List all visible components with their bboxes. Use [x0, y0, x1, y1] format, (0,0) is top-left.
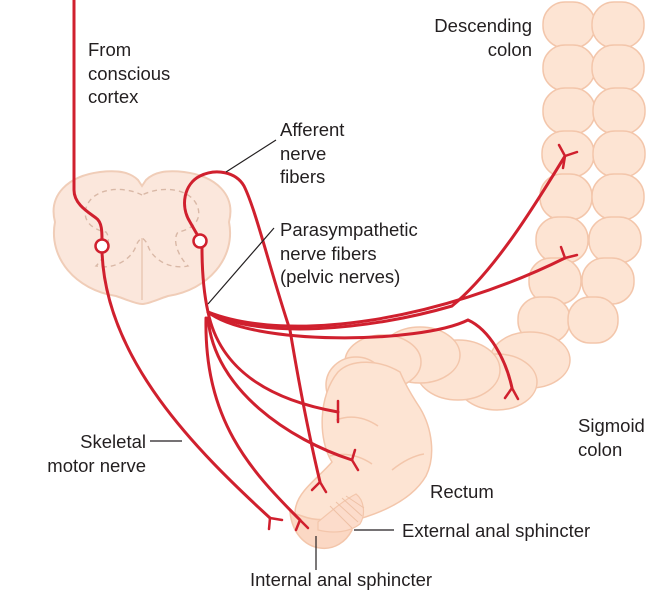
motor-neuron-body — [96, 240, 109, 253]
afferent-label: Afferent nerve fibers — [280, 118, 344, 189]
afferent-line-3: fibers — [280, 165, 344, 189]
external-anal-sphincter-label: External anal sphincter — [402, 519, 590, 543]
descending-colon-label: Descending colon — [434, 14, 532, 61]
skeletal-line-1: Skeletal — [47, 430, 146, 454]
afferent-line-2: nerve — [280, 142, 344, 166]
from-cortex-label: From conscious cortex — [88, 38, 170, 109]
skeletal-motor-nerve-label: Skeletal motor nerve — [47, 430, 146, 477]
parasympathetic-line-1: Parasympathetic — [280, 218, 418, 242]
sigmoid-line-1: Sigmoid — [578, 414, 645, 438]
rectum-label: Rectum — [430, 480, 494, 504]
from-cortex-line-1: From — [88, 38, 170, 62]
parasympathetic-line-2: nerve fibers — [280, 242, 418, 266]
parasympathetic-neuron-body — [194, 235, 207, 248]
from-cortex-line-3: cortex — [88, 85, 170, 109]
afferent-leader — [226, 140, 276, 172]
internal-anal-sphincter-label: Internal anal sphincter — [250, 568, 432, 592]
sigmoid-colon-label: Sigmoid colon — [578, 414, 645, 461]
descending-colon-line-2: colon — [434, 38, 532, 62]
afferent-line-1: Afferent — [280, 118, 344, 142]
branch-to-sphincter — [206, 318, 300, 520]
skeletal-line-2: motor nerve — [47, 454, 146, 478]
parasympathetic-line-3: (pelvic nerves) — [280, 265, 418, 289]
descending-colon-line-1: Descending — [434, 14, 532, 38]
sigmoid-line-2: colon — [578, 438, 645, 462]
parasympathetic-label: Parasympathetic nerve fibers (pelvic ner… — [280, 218, 418, 289]
from-cortex-line-2: conscious — [88, 62, 170, 86]
